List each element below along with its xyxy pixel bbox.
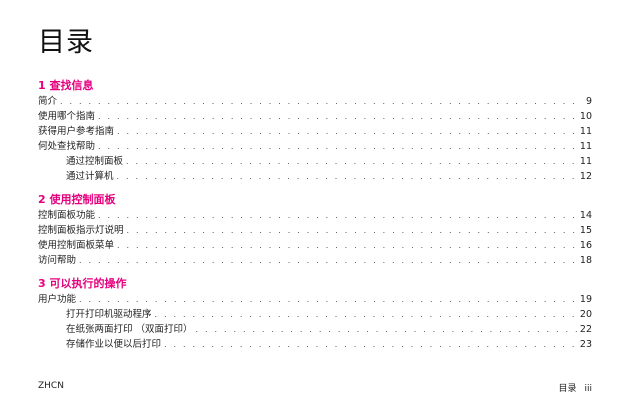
section-heading[interactable]: 1 查找信息 xyxy=(38,79,94,92)
toc-entry[interactable]: 存储作业以便以后打印 23 xyxy=(38,337,592,352)
dot-leader xyxy=(98,139,577,154)
toc-entry-text: 控制面板指示灯说明 xyxy=(38,225,124,236)
dot-leader xyxy=(126,154,577,169)
toc-entry-text: 通过控制面板 xyxy=(66,156,124,167)
dot-leader xyxy=(196,322,577,337)
footer-section-label: 目录 xyxy=(558,384,577,394)
toc-entry[interactable]: 在纸张两面打印 （双面打印） 22 xyxy=(38,322,592,337)
toc-entry-text: 获得用户参考指南 xyxy=(38,126,115,137)
dot-leader xyxy=(117,124,577,139)
toc-entry-page: 16 xyxy=(579,240,592,251)
footer-locale: ZHCN xyxy=(38,381,64,391)
toc-entry[interactable]: 使用哪个指南 10 xyxy=(38,109,592,124)
toc-entry-page: 22 xyxy=(579,324,592,335)
toc-entry-page: 15 xyxy=(579,225,592,236)
footer-page-info: 目录 iii xyxy=(558,381,592,394)
dot-leader xyxy=(98,208,577,223)
toc-entry-text: 存储作业以便以后打印 xyxy=(66,339,162,350)
footer-page-number: iii xyxy=(584,384,592,394)
toc-entry[interactable]: 获得用户参考指南 11 xyxy=(38,124,592,139)
toc-entry-page: 11 xyxy=(579,126,592,137)
toc-entry-text: 在纸张两面打印 （双面打印） xyxy=(66,324,193,335)
toc-entry-page: 23 xyxy=(579,339,592,350)
page-title: 目录 xyxy=(38,27,94,58)
dot-leader xyxy=(117,238,577,253)
toc-entry-text: 使用控制面板菜单 xyxy=(38,240,115,251)
dot-leader xyxy=(79,253,577,268)
toc-entry-page: 20 xyxy=(579,309,592,320)
toc-entry-page: 12 xyxy=(579,171,592,182)
dot-leader xyxy=(79,292,577,307)
toc-entry[interactable]: 使用控制面板菜单 16 xyxy=(38,238,592,253)
toc-section: 1 查找信息简介9使用哪个指南10获得用户参考指南11何处查找帮助11通过控制面… xyxy=(38,78,592,184)
dot-leader xyxy=(164,337,577,352)
toc-entry-page: 9 xyxy=(585,96,592,107)
toc-entry-text: 何处查找帮助 xyxy=(38,141,96,152)
section-heading[interactable]: 2 使用控制面板 xyxy=(38,193,116,206)
toc-entry-text: 通过计算机 xyxy=(66,171,114,182)
toc-entry[interactable]: 访问帮助 18 xyxy=(38,253,592,268)
toc-entry[interactable]: 何处查找帮助 11 xyxy=(38,139,592,154)
toc-entry[interactable]: 通过计算机 12 xyxy=(38,169,592,184)
toc-entry-text: 用户功能 xyxy=(38,294,77,305)
toc-entry-page: 14 xyxy=(579,210,592,221)
dot-leader xyxy=(60,94,579,109)
toc-entry-text: 打开打印机驱动程序 xyxy=(66,309,152,320)
toc-entry[interactable]: 控制面板指示灯说明 15 xyxy=(38,223,592,238)
toc-entry-page: 10 xyxy=(579,111,592,122)
toc-entry-text: 控制面板功能 xyxy=(38,210,96,221)
toc-entry[interactable]: 打开打印机驱动程序 20 xyxy=(38,307,592,322)
toc-entry[interactable]: 控制面板功能 14 xyxy=(38,208,592,223)
toc-entry[interactable]: 用户功能 19 xyxy=(38,292,592,307)
toc-entry[interactable]: 通过控制面板 11 xyxy=(38,154,592,169)
dot-leader xyxy=(117,169,577,184)
toc-entry-page: 18 xyxy=(579,255,592,266)
toc-entry-page: 11 xyxy=(579,156,592,167)
toc-entry-page: 19 xyxy=(579,294,592,305)
toc-entry-text: 使用哪个指南 xyxy=(38,111,96,122)
table-of-contents: 1 查找信息简介9使用哪个指南10获得用户参考指南11何处查找帮助11通过控制面… xyxy=(38,78,592,360)
dot-leader xyxy=(98,109,577,124)
toc-entry-text: 简介 xyxy=(38,96,58,107)
dot-leader xyxy=(155,307,577,322)
toc-entry-text: 访问帮助 xyxy=(38,255,77,266)
toc-entry[interactable]: 简介 9 xyxy=(38,94,592,109)
section-heading[interactable]: 3 可以执行的操作 xyxy=(38,277,127,290)
toc-entry-page: 11 xyxy=(579,141,592,152)
dot-leader xyxy=(127,223,577,238)
